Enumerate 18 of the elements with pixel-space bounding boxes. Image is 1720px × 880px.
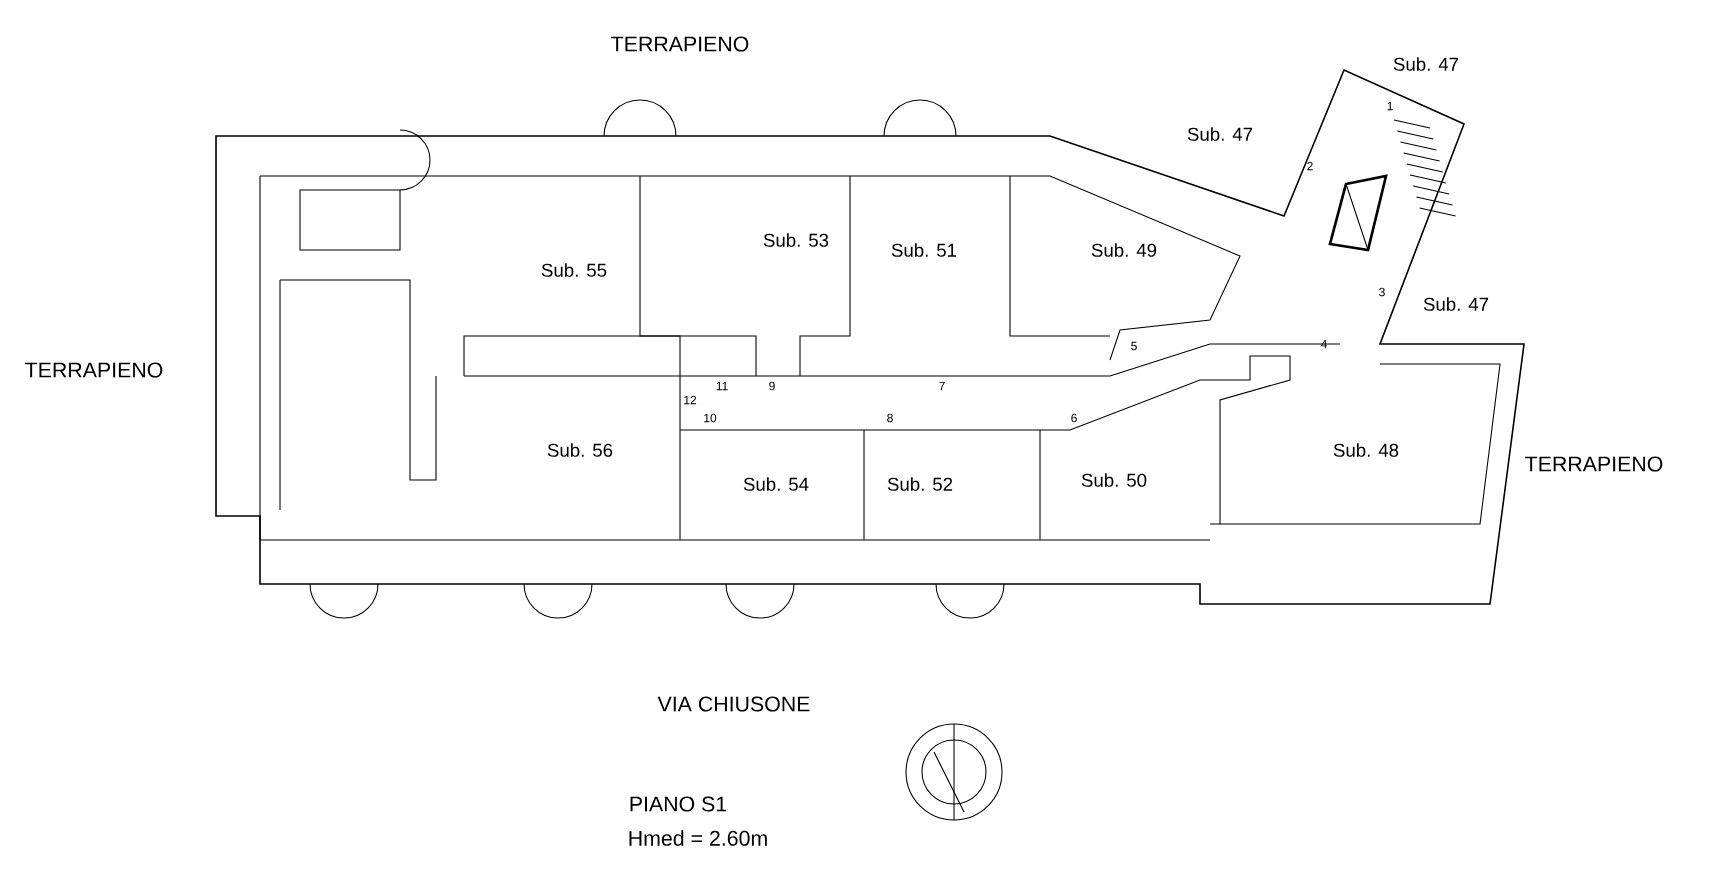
plan-title: PIANO S1 — [630, 796, 727, 812]
room-label: Sub. 51 — [891, 243, 957, 257]
room-label: Sub. 48 — [1333, 443, 1399, 457]
area-label: TERRAPIENO — [25, 362, 163, 378]
area-label: TERRAPIENO — [1525, 456, 1663, 472]
area-label: TERRAPIENO — [611, 36, 749, 52]
plan-title: Hmed = 2.60m — [629, 830, 767, 846]
room-label: Sub. 47 — [1393, 57, 1459, 71]
room-label: Sub. 54 — [743, 477, 809, 491]
room-label: Sub. 50 — [1081, 473, 1147, 487]
room-label: Sub. 56 — [547, 443, 613, 457]
room-label: Sub. 47 — [1423, 297, 1489, 311]
room-label: Sub. 49 — [1091, 243, 1157, 257]
area-label: VIA CHIUSONE — [657, 696, 810, 712]
room-label: Sub. 53 — [763, 233, 829, 247]
room-label: Sub. 55 — [541, 263, 607, 277]
room-label: Sub. 47 — [1187, 127, 1253, 141]
room-label: Sub. 52 — [887, 477, 953, 491]
